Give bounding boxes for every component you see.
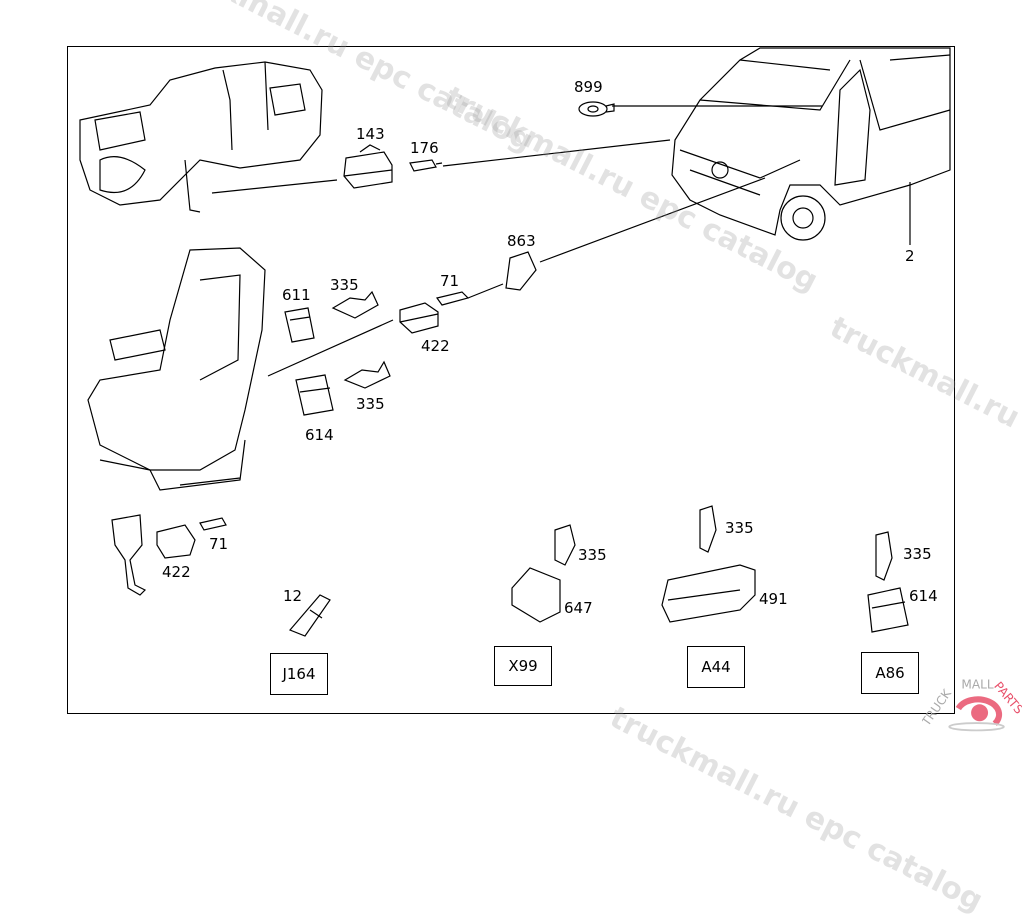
svg-text:MALL: MALL [961, 678, 993, 692]
terminal-335-drawing [331, 290, 379, 319]
seat-drawing [87, 247, 266, 491]
terminal-176-drawing [409, 159, 443, 172]
van-drawing [671, 47, 951, 241]
part-label-491: 491 [759, 590, 788, 608]
part-label-71: 71 [209, 535, 229, 553]
leader-lines [211, 105, 911, 377]
part-label-422: 422 [421, 337, 450, 355]
connector-614-drawing [295, 374, 334, 416]
connector-143-drawing [343, 144, 393, 189]
connector-647-drawing [511, 567, 561, 623]
group-box-x99: X99 [494, 646, 552, 686]
part-label-335: 335 [725, 519, 754, 537]
eyelet-899-drawing [578, 101, 615, 117]
connector-614-drawing [867, 587, 909, 633]
grommet-863-drawing [505, 251, 537, 291]
part-label-863: 863 [507, 232, 536, 250]
connector-422-drawing [156, 524, 196, 559]
connector-611-drawing [284, 307, 315, 343]
connector-422-drawing [399, 302, 439, 334]
part-label-335: 335 [356, 395, 385, 413]
terminal-335-drawing [875, 531, 893, 581]
part-label-614: 614 [305, 426, 334, 444]
terminal-335-drawing [343, 360, 391, 389]
truckmall-logo: TRUCK MALL PARTS [922, 678, 1022, 732]
part-label-335: 335 [578, 546, 607, 564]
svg-text:TRUCK: TRUCK [922, 686, 955, 729]
parts-illustration [79, 47, 951, 637]
group-box-a44: A44 [687, 646, 745, 688]
terminal-71-drawing [199, 517, 227, 531]
group-box-j164: J164 [270, 653, 328, 695]
part-label-2: 2 [905, 247, 915, 265]
part-label-71: 71 [440, 272, 460, 290]
hvac-unit-drawing [79, 61, 323, 213]
terminal-335-drawing [699, 505, 717, 553]
connector-491-drawing [661, 564, 756, 623]
group-box-a86: A86 [861, 652, 919, 694]
diagram-frame [67, 46, 955, 714]
part-label-12: 12 [283, 587, 303, 605]
part-label-143: 143 [356, 125, 385, 143]
part-label-614: 614 [909, 587, 938, 605]
part-label-176: 176 [410, 139, 439, 157]
belt-buckle-drawing [111, 514, 147, 596]
connector-12-drawing [288, 594, 331, 637]
terminal-71-drawing [435, 291, 470, 306]
part-label-899: 899 [574, 78, 603, 96]
part-label-335: 335 [903, 545, 932, 563]
part-label-647: 647 [564, 599, 593, 617]
part-label-422: 422 [162, 563, 191, 581]
terminal-335-drawing [554, 524, 576, 566]
part-label-335: 335 [330, 276, 359, 294]
part-label-611: 611 [282, 286, 311, 304]
